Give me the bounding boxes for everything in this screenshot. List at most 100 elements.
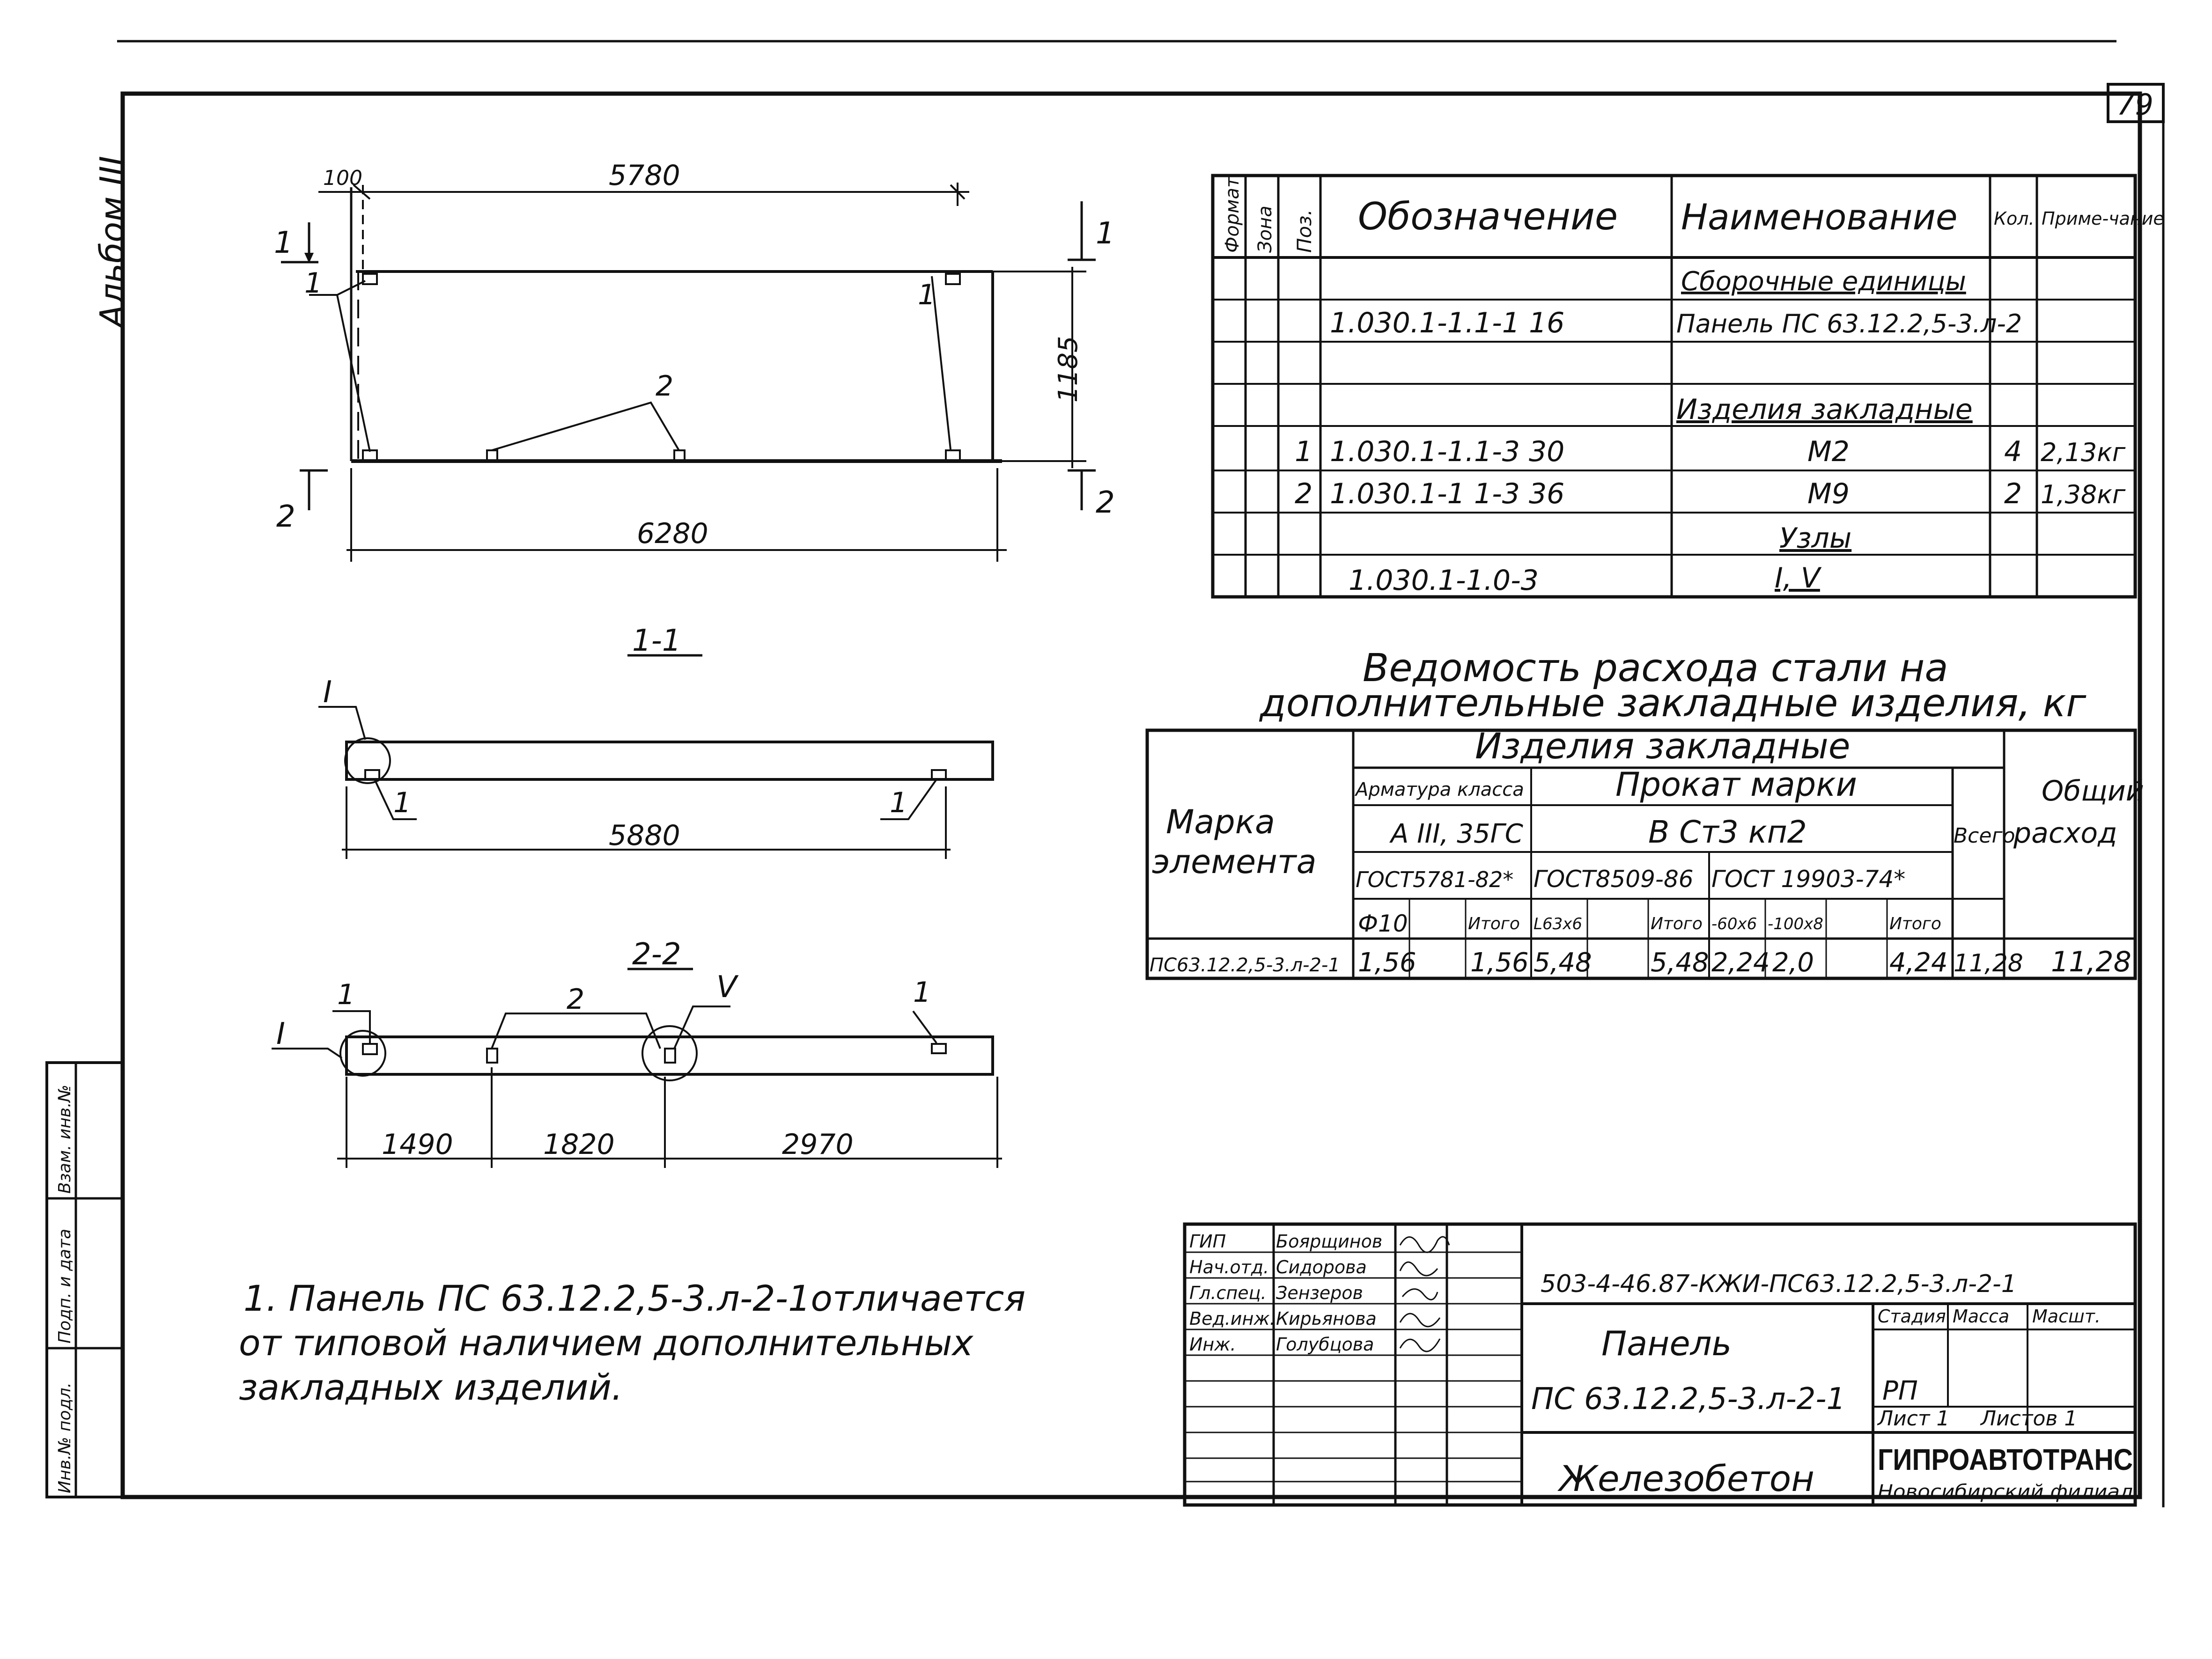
- plan-pos-2: 2: [656, 370, 673, 403]
- steel-sub-4: L63x6: [1534, 915, 1582, 933]
- steel-header-rebar-type: А III, 35ГС: [1389, 819, 1523, 849]
- spec-header-name: Наименование: [1681, 196, 1958, 238]
- steel-row-v8: 2,0: [1772, 947, 1814, 978]
- section-2-2-pos-1-left: 1: [337, 978, 355, 1011]
- note-line-1: 1. Панель ПС 63.12.2,5-3.л-2-1отличается: [243, 1277, 1025, 1319]
- steel-row-mark: ПС63.12.2,5-3.л-2-1: [1150, 954, 1340, 976]
- spec-row-5-name: М2: [1807, 435, 1850, 468]
- spec-header-designation: Обозначение: [1358, 195, 1618, 238]
- title-org-branch: Новосибирский филиал: [1878, 1481, 2133, 1503]
- side-stamp-inv-repl: Взам. инв.№: [55, 1085, 74, 1194]
- steel-header-rolled-grade: В Ст3 кп2: [1648, 814, 1807, 850]
- plan-section-mark-left-top: 1: [274, 226, 293, 260]
- spec-row-5-note: 2,13кг: [2041, 438, 2126, 467]
- spec-row-7-name: Узлы: [1779, 522, 1851, 555]
- staff-name-5: Голубцова: [1276, 1334, 1374, 1355]
- spec-header-pos: Поз.: [1293, 209, 1316, 253]
- spec-table-grid: [1211, 174, 2137, 599]
- spec-header-zone: Зона: [1254, 206, 1276, 253]
- spec-header-qty: Кол.: [1994, 208, 2035, 229]
- section-1-1-node-label: I: [323, 675, 332, 710]
- staff-role-5: Инж.: [1189, 1334, 1236, 1355]
- steel-header-gost-2: ГОСТ8509-86: [1534, 866, 1694, 893]
- signatures: [1399, 1236, 1450, 1352]
- spec-row-5-pos: 1: [1295, 435, 1312, 468]
- steel-row-v3: 1,56: [1470, 947, 1529, 978]
- plan-pos-1-right: 1: [918, 279, 936, 311]
- steel-header-rolled-title: Прокат марки: [1615, 765, 1857, 804]
- section-1-1-dim: 5880: [609, 819, 680, 852]
- steel-header-gost-3: ГОСТ 19903-74*: [1711, 866, 1905, 893]
- steel-row-overall: 11,28: [2051, 946, 2131, 978]
- steel-header-rebar-class: Арматура класса: [1354, 779, 1524, 800]
- steel-sub-3: Итого: [1468, 914, 1520, 933]
- steel-header-total: Всего: [1954, 824, 2015, 848]
- staff-role-4: Вед.инж.: [1189, 1308, 1276, 1329]
- section-1-1-view: [318, 654, 994, 859]
- spec-header-format: Формат: [1222, 176, 1243, 253]
- steel-row-v6: 5,48: [1651, 947, 1709, 978]
- sheet-number: 79: [2116, 88, 2153, 122]
- spec-row-6-name: М9: [1807, 477, 1850, 510]
- spec-row-2-designation: 1.030.1-1.1-1 16: [1330, 307, 1564, 339]
- section-2-2-dim-1: 1490: [382, 1128, 453, 1161]
- title-mass-label: Масса: [1953, 1306, 2009, 1327]
- steel-row-v7: 2,24: [1711, 947, 1770, 978]
- section-2-2-pos-2: 2: [567, 983, 584, 1016]
- staff-role-1: ГИП: [1189, 1231, 1226, 1252]
- side-stamp: [45, 1061, 124, 1498]
- note-line-2: от типовой наличием дополнительных: [239, 1322, 973, 1364]
- section-2-2-node-label-1: I: [276, 1017, 285, 1051]
- section-2-2-node-label-2: V: [716, 970, 739, 1005]
- steel-row-v4: 5,48: [1534, 947, 1592, 978]
- note-line-3: закладных изделий.: [239, 1366, 623, 1408]
- spec-row-8-designation: 1.030.1-1.0-3: [1349, 564, 1539, 597]
- spec-row-5-qty: 4: [2004, 435, 2022, 468]
- spec-row-4-name: Изделия закладные: [1676, 393, 1973, 426]
- title-block-grid: [1183, 1222, 2137, 1507]
- title-scale-label: Масшт.: [2032, 1306, 2101, 1327]
- section-1-1-pos-1-left: 1: [393, 786, 411, 819]
- section-2-2-view: [272, 968, 1002, 1168]
- steel-header-gost-1: ГОСТ5781-82*: [1356, 867, 1513, 892]
- section-2-2-dim-2: 1820: [543, 1128, 615, 1161]
- steel-table-title-1: Ведомость расхода стали на: [1363, 646, 1948, 690]
- spec-row-6-note: 1,38кг: [2041, 480, 2126, 509]
- steel-header-mark-1: Марка: [1166, 803, 1275, 841]
- staff-name-1: Боярщинов: [1276, 1231, 1382, 1252]
- steel-sub-1: Ф10: [1358, 910, 1408, 937]
- plan-dim-top: 5780: [609, 159, 680, 192]
- section-1-1-title: 1-1: [632, 624, 681, 658]
- plan-dim-bottom: 6280: [637, 517, 708, 550]
- side-stamp-sign-date: Подп. и дата: [55, 1229, 74, 1343]
- steel-sub-7: -60x6: [1711, 915, 1757, 933]
- title-org: ГИПРОАВТОТРАНС: [1878, 1443, 2133, 1476]
- sheet-frame: [117, 40, 2165, 1507]
- spec-row-1-name: Сборочные единицы: [1681, 266, 1966, 297]
- steel-sub-6: Итого: [1651, 914, 1703, 933]
- staff-name-3: Зензеров: [1276, 1283, 1363, 1303]
- steel-header-overall-2: расход: [2013, 817, 2117, 850]
- section-2-2-pos-1-right: 1: [913, 976, 931, 1009]
- plan-dim-height: 1185: [1053, 336, 1084, 403]
- staff-name-2: Сидорова: [1276, 1257, 1367, 1277]
- plan-section-mark-right-bottom: 2: [1096, 485, 1115, 520]
- title-sheet-label: Лист 1: [1877, 1407, 1949, 1431]
- section-2-2-dim-3: 2970: [782, 1128, 854, 1161]
- spec-row-6-pos: 2: [1295, 477, 1312, 510]
- steel-header-group: Изделия закладные: [1475, 725, 1850, 767]
- title-name-line-1: Панель: [1601, 1324, 1732, 1363]
- steel-sub-10: Итого: [1889, 914, 1941, 933]
- title-stage: РП: [1882, 1376, 1918, 1406]
- steel-row-total: 11,28: [1954, 949, 2023, 977]
- spec-header-note: Приме-чание: [2042, 208, 2164, 229]
- spec-row-6-qty: 2: [2004, 477, 2022, 510]
- plan-pos-1-left: 1: [304, 267, 322, 300]
- title-stage-label: Стадия: [1878, 1306, 1946, 1327]
- steel-header-overall-1: Общий: [2042, 775, 2144, 807]
- spec-row-5-designation: 1.030.1-1.1-3 30: [1330, 435, 1564, 468]
- steel-row-v10: 4,24: [1889, 947, 1948, 978]
- title-name-line-2: ПС 63.12.2,5-3.л-2-1: [1531, 1382, 1845, 1417]
- staff-role-2: Нач.отд.: [1189, 1257, 1269, 1277]
